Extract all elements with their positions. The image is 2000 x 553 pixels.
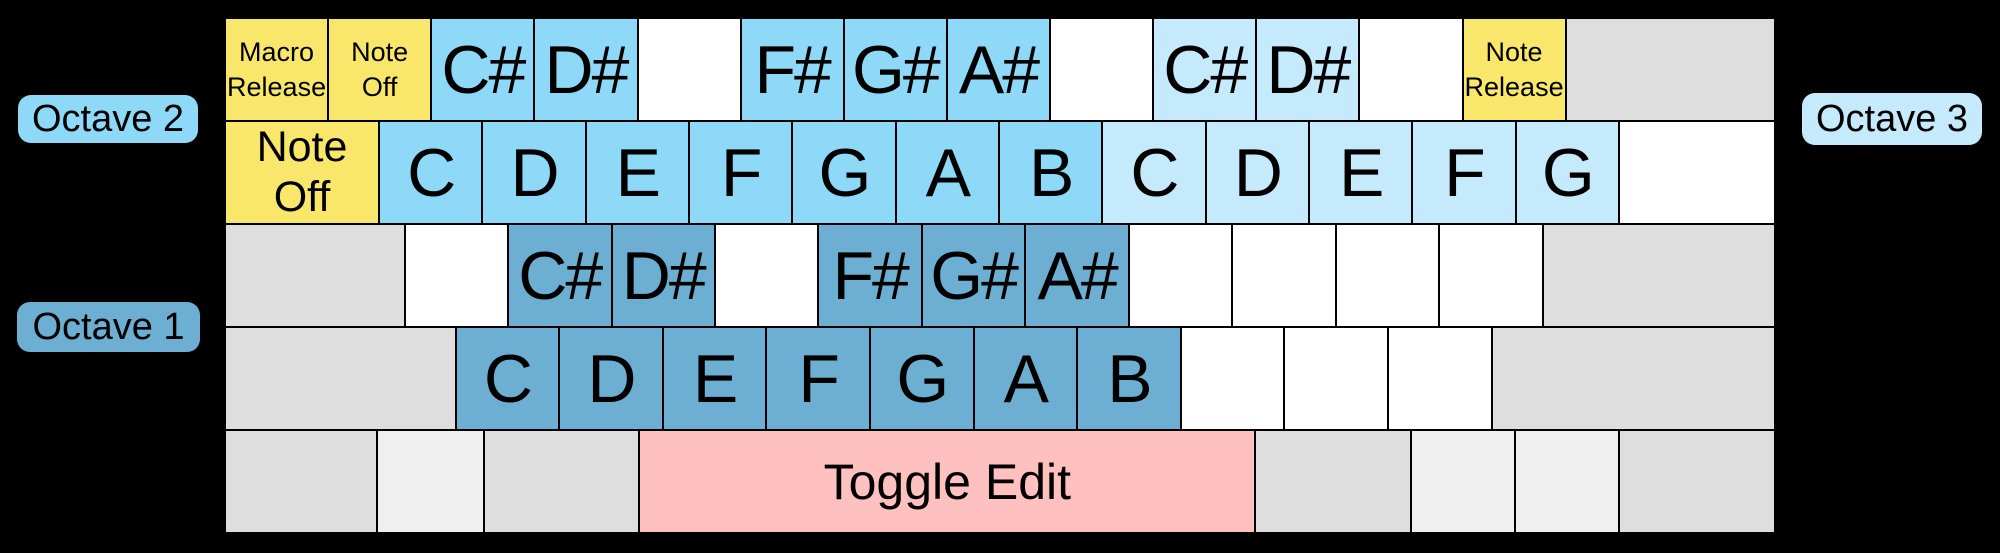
- key-note-off: Note Off: [225, 121, 379, 224]
- key-c-sharp: C#: [1153, 18, 1257, 121]
- key-c-sharp: C#: [431, 18, 535, 121]
- key-macro-release: Macro Release: [225, 18, 329, 121]
- key-blank: [225, 430, 378, 533]
- key-blank: [1128, 224, 1233, 327]
- key-c: C: [455, 327, 560, 430]
- key-g-sharp: G#: [921, 224, 1026, 327]
- key-a: A: [895, 121, 999, 224]
- octave-2-label: Octave 2: [18, 95, 198, 143]
- keyboard-row-5: Toggle Edit: [225, 430, 1775, 533]
- key-blank: [1335, 224, 1440, 327]
- key-blank: [1387, 327, 1492, 430]
- key-blank: [225, 327, 456, 430]
- key-d: D: [482, 121, 586, 224]
- key-blank: [1359, 18, 1463, 121]
- key-c: C: [1102, 121, 1206, 224]
- key-blank: [1439, 224, 1543, 327]
- key-blank: [377, 430, 484, 533]
- key-g: G: [1515, 121, 1619, 224]
- key-e: E: [585, 121, 689, 224]
- key-e: E: [1308, 121, 1413, 224]
- key-d-sharp: D#: [611, 224, 715, 327]
- key-b: B: [1077, 327, 1181, 430]
- key-note-off: Note Off: [328, 18, 432, 121]
- key-note-release: Note Release: [1462, 18, 1566, 121]
- key-f: F: [688, 121, 793, 224]
- key-blank: [1255, 430, 1411, 533]
- octave-3-label: Octave 3: [1802, 93, 1982, 145]
- key-d-sharp: D#: [1256, 18, 1360, 121]
- key-blank: [483, 430, 640, 533]
- key-blank: [1491, 327, 1775, 430]
- key-e: E: [662, 327, 767, 430]
- key-blank: [1232, 224, 1336, 327]
- key-g-sharp: G#: [843, 18, 947, 121]
- key-a-sharp: A#: [1025, 224, 1129, 327]
- key-blank: [1619, 430, 1775, 533]
- key-blank: [1542, 224, 1776, 327]
- key-toggle-edit: Toggle Edit: [639, 430, 1256, 533]
- key-g: G: [869, 327, 974, 430]
- key-f: F: [766, 327, 870, 430]
- octave-2-label-text: Octave 2: [31, 97, 185, 140]
- key-blank: [1050, 18, 1154, 121]
- key-c-sharp: C#: [508, 224, 612, 327]
- key-b: B: [998, 121, 1103, 224]
- key-d: D: [559, 327, 663, 430]
- key-blank: [714, 224, 819, 327]
- octave-1-label-text: Octave 1: [32, 305, 185, 348]
- key-blank: [1410, 430, 1516, 533]
- key-blank: [1618, 121, 1775, 224]
- key-a-sharp: A#: [946, 18, 1050, 121]
- octave-3-label-text: Octave 3: [1815, 97, 1969, 140]
- key-a: A: [973, 327, 1078, 430]
- key-blank: [1515, 430, 1620, 533]
- keyboard-row-3: C#D# F#G#A#: [225, 224, 1776, 327]
- key-blank: [404, 224, 509, 327]
- key-d: D: [1205, 121, 1309, 224]
- key-blank: [637, 18, 741, 121]
- key-g: G: [792, 121, 896, 224]
- key-c: C: [379, 121, 483, 224]
- key-blank: [1180, 327, 1285, 430]
- octave-1-label: Octave 1: [17, 302, 200, 352]
- key-f: F: [1412, 121, 1516, 224]
- key-f-sharp: F#: [818, 224, 922, 327]
- key-f-sharp: F#: [740, 18, 844, 121]
- key-d-sharp: D#: [534, 18, 638, 121]
- key-blank: [225, 224, 405, 327]
- key-blank: [1565, 18, 1775, 121]
- key-blank: [1284, 327, 1388, 430]
